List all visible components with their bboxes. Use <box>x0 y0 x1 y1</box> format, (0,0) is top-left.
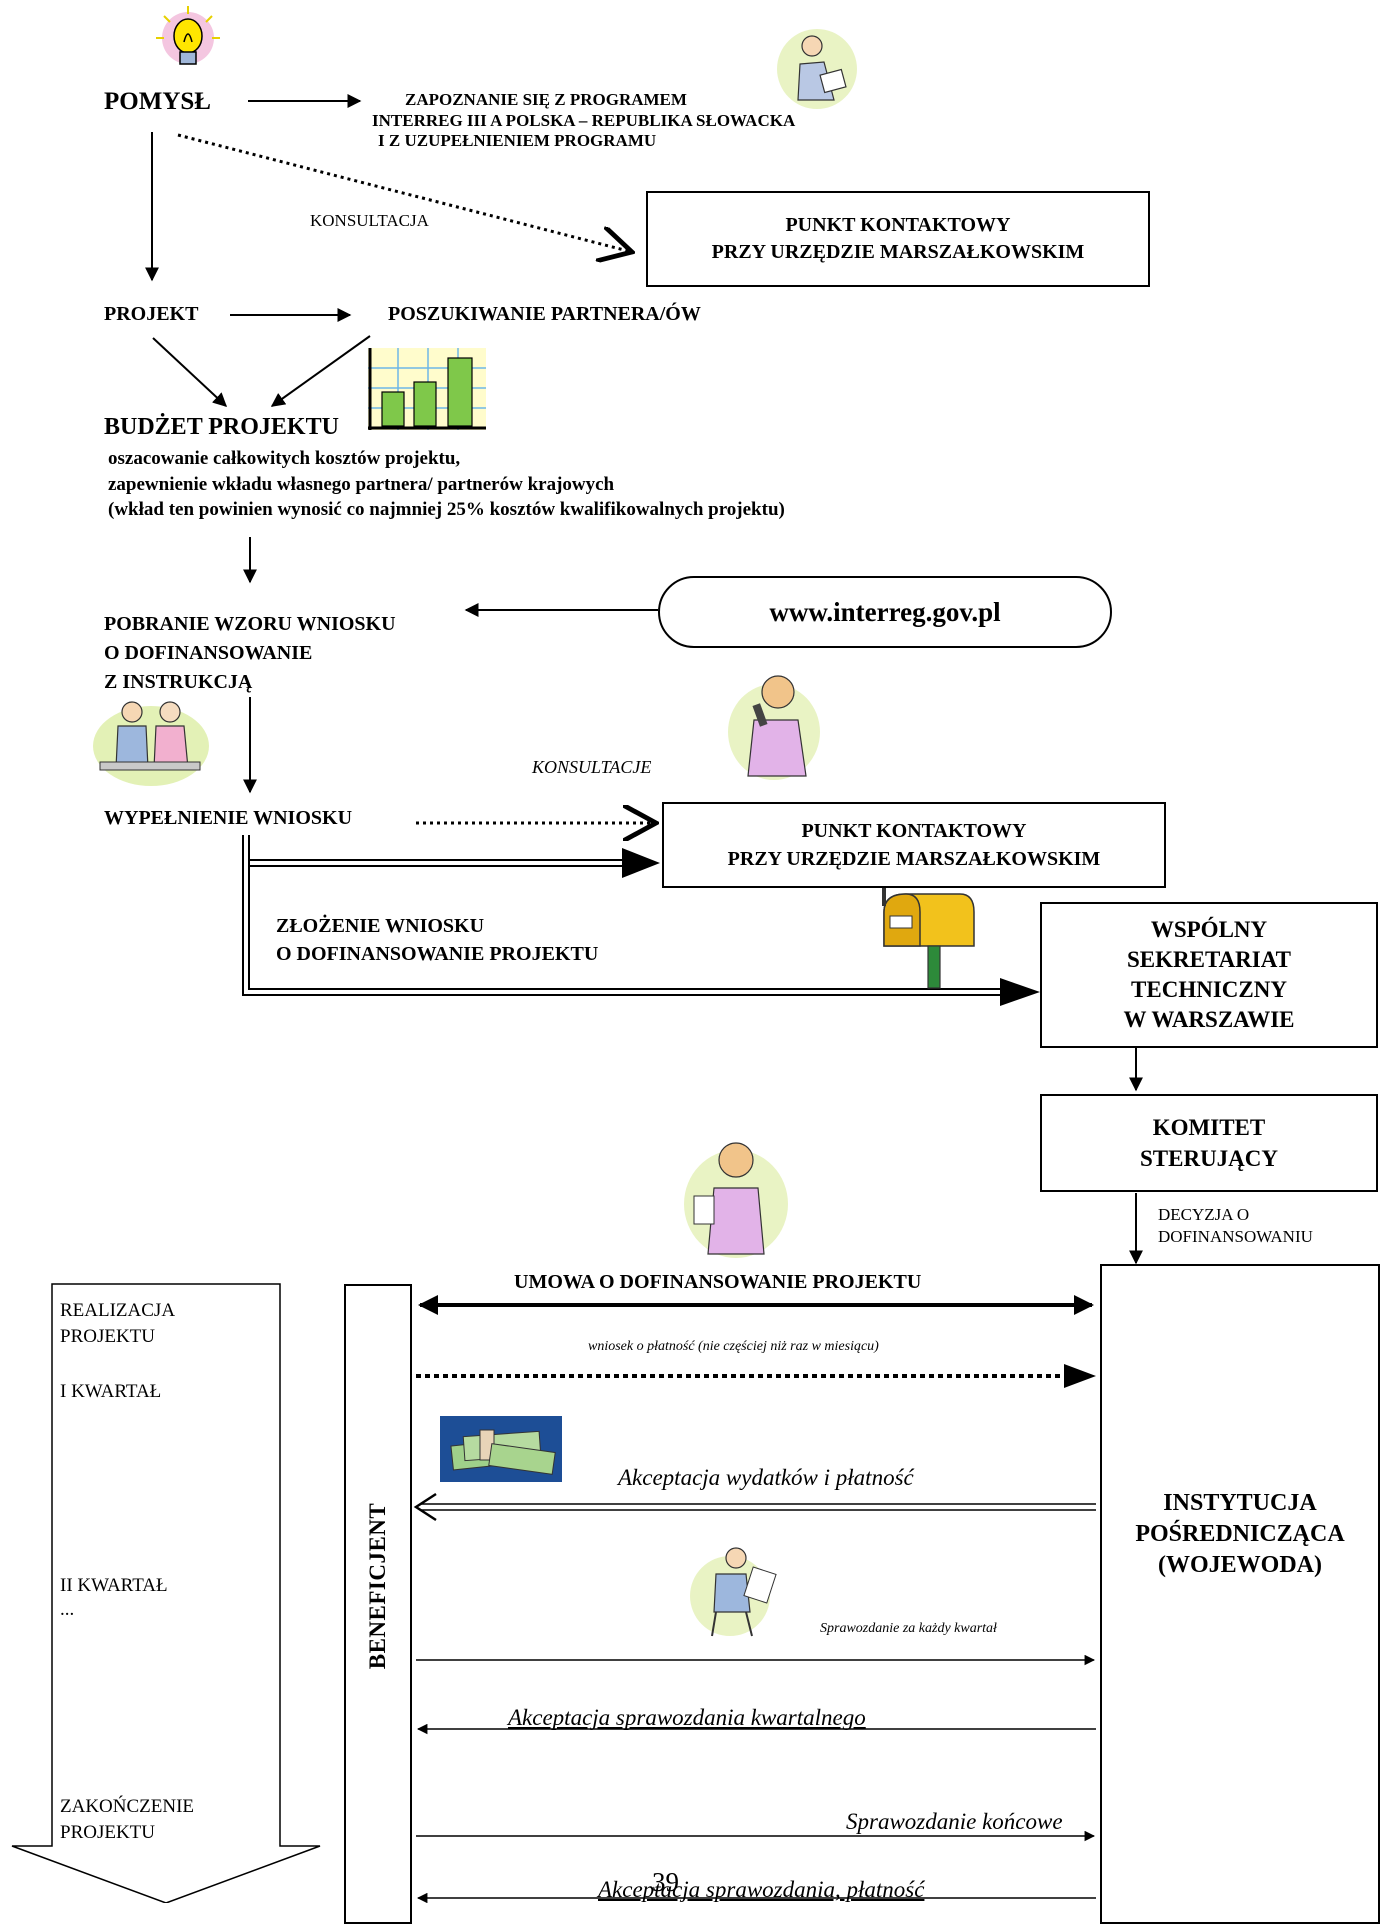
punkt-kontaktowy-box-1: PUNKT KONTAKTOWY PRZY URZĘDZIE MARSZAŁKO… <box>646 191 1150 287</box>
arrowhead-akceptacja <box>413 1492 437 1522</box>
website-box[interactable]: www.interreg.gov.pl <box>658 576 1112 648</box>
budzet-line-3: (wkład ten powinien wynosić co najmniej … <box>108 499 785 521</box>
zakonczenie-label: ZAKOŃCZENIE PROJEKTU <box>60 1794 194 1845</box>
banknotes-icon <box>440 1416 562 1482</box>
punkt2-line-2: PRZY URZĘDZIE MARSZAŁKOWSKIM <box>727 848 1101 870</box>
pobranie-text: POBRANIE WZORU WNIOSKU O DOFINANSOWANIE … <box>104 610 396 697</box>
punkt-kontaktowy-box-2: PUNKT KONTAKTOWY PRZY URZĘDZIE MARSZAŁKO… <box>662 802 1166 888</box>
realizacja-line-2: PROJEKTU <box>60 1325 156 1347</box>
woman-phone-icon <box>726 664 822 784</box>
beneficjent-box: BENEFICJENT <box>344 1284 412 1924</box>
komitet-line-2: STERUJĄCY <box>1139 1146 1279 1171</box>
wniosek-label: wniosek o płatność (nie częściej niż raz… <box>588 1339 879 1354</box>
decyzja-line-1: DECYZJA O <box>1158 1205 1250 1224</box>
double-line-outer <box>242 835 1000 996</box>
arrowhead-wniosek <box>1064 1364 1096 1388</box>
kwartal-1-label: I KWARTAŁ <box>60 1381 162 1402</box>
projekt-label: PROJEKT <box>104 303 199 325</box>
arrow-projekt-budzet <box>152 337 228 407</box>
pobranie-line-1: POBRANIE WZORU WNIOSKU <box>104 613 396 635</box>
zlozenie-line-1: ZŁOŻENIE WNIOSKU <box>276 915 485 937</box>
konsultacje-label: KONSULTACJE <box>532 757 652 777</box>
zakonczenie-line-1: ZAKOŃCZENIE <box>60 1796 195 1817</box>
instytucja-box: INSTYTUCJA POŚREDNICZĄCA (WOJEWODA) <box>1100 1264 1380 1924</box>
komitet-line-1: KOMITET <box>1152 1114 1266 1140</box>
person-writing-icon <box>686 1540 782 1640</box>
kwartal-2-label: II KWARTAŁ ... <box>60 1574 168 1622</box>
person-reading-icon <box>774 26 860 112</box>
akceptacja-koncowa-label: Akceptacja sprawozdania, płatność <box>598 1877 925 1902</box>
money-chart-icon <box>368 348 486 430</box>
pobranie-line-2: O DOFINANSOWANIE <box>104 642 313 664</box>
arrow-konsultacja <box>177 133 632 252</box>
konsultacja-label: KONSULTACJA <box>310 211 429 230</box>
kwartal-2-line-2: ... <box>60 1598 75 1620</box>
wst-line-2: SEKRETARIAT <box>1126 947 1291 973</box>
instytucja-line-1: INSTYTUCJA <box>1163 1490 1317 1516</box>
arrowhead-to-wst <box>1000 978 1040 1006</box>
sprawozdanie-koncowe-label: Sprawozdanie końcowe <box>846 1809 1063 1834</box>
wypelnienie-label: WYPEŁNIENIE WNIOSKU <box>104 807 353 829</box>
woman-documents-icon <box>680 1130 792 1262</box>
zakonczenie-line-2: PROJEKTU <box>60 1821 156 1843</box>
wst-line-3: TECHNICZNY <box>1131 977 1287 1002</box>
zapoznanie-line-2: INTERREG III A POLSKA – REPUBLIKA SŁOWAC… <box>372 110 796 130</box>
zapoznanie-line-1: ZAPOZNANIE SIĘ Z PROGRAMEM <box>405 90 687 109</box>
zlozenie-text: ZŁOŻENIE WNIOSKU O DOFINANSOWANIE PROJEK… <box>276 912 598 968</box>
komitet-sterujacy-box: KOMITET STERUJĄCY <box>1040 1094 1378 1192</box>
budzet-title: BUDŻET PROJEKTU <box>104 414 339 440</box>
realizacja-big-arrow <box>11 1283 321 1903</box>
zlozenie-line-2: O DOFINANSOWANIE PROJEKTU <box>276 943 599 965</box>
instytucja-line-2: POŚREDNICZĄCA <box>1135 1521 1345 1548</box>
zapoznanie-line-3: I Z UZUPEŁNIENIEM PROGRAMU <box>378 131 657 151</box>
beneficjent-label: BENEFICJENT <box>365 1502 390 1670</box>
akceptacja-kwartal-label: Akceptacja sprawozdania kwartalnego <box>508 1705 866 1730</box>
wst-line-1: WSPÓLNY <box>1150 917 1268 943</box>
punkt1-line-2: PRZY URZĘDZIE MARSZAŁKOWSKIM <box>711 241 1085 263</box>
realizacja-line-1: REALIZACJA <box>60 1300 176 1321</box>
sprawozdanie-kwartal-label: Sprawozdanie za każdy kwartał <box>820 1621 997 1636</box>
punkt2-line-1: PUNKT KONTAKTOWY <box>801 820 1027 842</box>
poszukiwanie-label: POSZUKIWANIE PARTNERA/ÓW <box>388 303 701 325</box>
arrowhead-to-punkt2 <box>622 848 660 878</box>
arrow-partner-budzet <box>270 335 371 407</box>
wspolny-sekretariat-box: WSPÓLNY SEKRETARIAT TECHNICZNY W WARSZAW… <box>1040 902 1378 1048</box>
lightbulb-icon <box>156 6 220 78</box>
mailbox-icon <box>876 888 976 990</box>
website-link[interactable]: www.interreg.gov.pl <box>769 596 1001 627</box>
decyzja-label: DECYZJA O DOFINANSOWANIU <box>1158 1204 1313 1248</box>
pomysl-label: POMYSŁ <box>104 88 211 115</box>
realizacja-label: REALIZACJA PROJEKTU <box>60 1298 175 1349</box>
akceptacja-wydatkow-label: Akceptacja wydatków i płatność <box>618 1465 914 1490</box>
zapoznanie-text: ZAPOZNANIE SIĘ Z PROGRAMEM INTERREG III … <box>372 90 795 152</box>
meeting-people-icon <box>92 692 210 788</box>
budzet-text: oszacowanie całkowitych kosztów projektu… <box>108 446 785 523</box>
instytucja-line-3: (WOJEWODA) <box>1157 1552 1322 1579</box>
umowa-label: UMOWA O DOFINANSOWANIE PROJEKTU <box>514 1271 922 1293</box>
decyzja-line-2: DOFINANSOWANIU <box>1158 1227 1313 1247</box>
wst-line-4: W WARSZAWIE <box>1123 1006 1295 1032</box>
punkt1-line-1: PUNKT KONTAKTOWY <box>785 214 1011 236</box>
page-number: 39 <box>652 1867 679 1897</box>
pobranie-line-3: Z INSTRUKCJĄ <box>104 671 253 693</box>
double-line-inner <box>248 835 1000 990</box>
kwartal-2-line-1: II KWARTAŁ <box>60 1575 168 1596</box>
budzet-line-2: zapewnienie wkładu własnego partnera/ pa… <box>108 473 615 495</box>
budzet-line-1: oszacowanie całkowitych kosztów projektu… <box>108 448 461 469</box>
